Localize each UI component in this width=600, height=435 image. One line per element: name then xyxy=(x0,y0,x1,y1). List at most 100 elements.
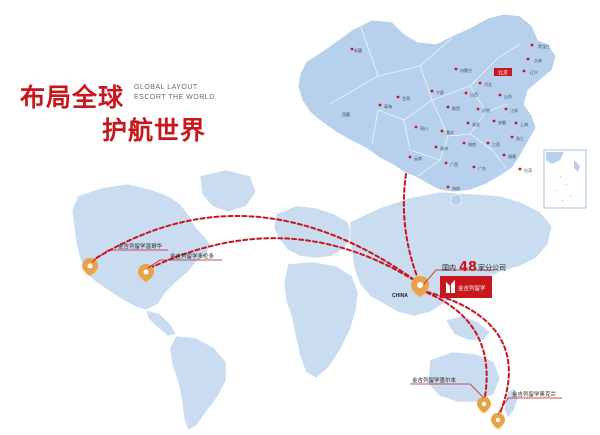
office-icon xyxy=(478,81,482,85)
region-label-henan: 河南 xyxy=(482,107,490,113)
office-icon xyxy=(476,107,480,111)
brand-logo-text: 金吉列留学 xyxy=(458,284,486,292)
region-label-taiwan: 台湾 xyxy=(524,167,532,173)
office-label-auckland: 金吉列留学奥克兰 xyxy=(512,390,557,398)
region-label-hebei: 河北 xyxy=(484,81,492,87)
country-label-china: CHINA xyxy=(392,293,408,299)
office-icon xyxy=(378,103,382,107)
office-icon xyxy=(522,69,526,73)
brand-logo-mark xyxy=(446,280,455,293)
office-icon xyxy=(526,57,530,61)
region-label-hainan: 海南 xyxy=(452,185,460,191)
route-hub-to-vancouver xyxy=(89,214,421,285)
flight-routes xyxy=(89,173,510,419)
china-province-borders xyxy=(329,23,521,177)
office-icon xyxy=(396,95,400,99)
region-label-heilongjiang: 黑龙江 xyxy=(538,43,550,49)
office-icon xyxy=(446,105,450,109)
headline-english-line-1: GLOBAL LAYOUT xyxy=(134,84,198,91)
region-label-liaoning: 辽宁 xyxy=(530,69,538,75)
region-label-jiangxi: 江西 xyxy=(492,141,500,147)
office-icon xyxy=(462,141,466,145)
office-icon xyxy=(350,47,354,51)
region-label-zhejiang: 浙江 xyxy=(516,135,524,141)
route-china-map-to-hub xyxy=(402,173,421,285)
location-pin-icon xyxy=(82,258,98,278)
region-label-neimenggu: 内蒙古 xyxy=(460,67,472,73)
office-icon xyxy=(414,125,418,129)
region-label-ningxia: 宁夏 xyxy=(436,89,444,95)
hainan-island xyxy=(449,193,463,207)
location-pin-icon xyxy=(491,413,505,431)
office-icon xyxy=(492,119,496,123)
office-icon xyxy=(444,161,448,165)
region-label-hunan: 湖南 xyxy=(468,141,476,147)
region-label-jiangsu: 江苏 xyxy=(510,107,518,113)
region-label-anhui: 安徽 xyxy=(498,119,506,125)
africa-landmass xyxy=(283,261,359,379)
office-icon xyxy=(446,185,450,189)
route-hub-to-melbourne xyxy=(419,289,488,403)
new-zealand-landmass xyxy=(503,387,519,419)
route-hub-to-toronto xyxy=(145,237,421,285)
region-label-yunnan: 云南 xyxy=(414,155,422,161)
china-office-icons xyxy=(350,43,534,189)
central-america-landmass xyxy=(145,309,177,337)
office-icon xyxy=(430,89,434,93)
region-label-guangdong: 广东 xyxy=(478,165,486,171)
region-label-shandong: 山东 xyxy=(504,93,512,99)
headline-english-line-2: ESCORT THE WORLD xyxy=(134,94,215,101)
region-label-shanghai: 上海 xyxy=(520,121,528,127)
region-label-sichuan: 四川 xyxy=(420,126,428,131)
hub-prefix: 国内 xyxy=(442,263,456,272)
office-icon xyxy=(454,67,458,71)
office-label-toronto: 金吉列留学多伦多 xyxy=(170,252,215,260)
office-icon xyxy=(510,135,514,139)
location-pin-icon xyxy=(477,397,491,415)
office-icon xyxy=(408,155,412,159)
office-icon xyxy=(518,167,522,171)
region-label-jilin: 吉林 xyxy=(534,57,542,63)
region-label-gansu: 甘肃 xyxy=(402,95,410,101)
office-icon xyxy=(440,129,444,133)
beijing-tag-label: 北京 xyxy=(498,70,508,77)
office-icon xyxy=(530,43,534,47)
region-label-shaanxi: 陕西 xyxy=(452,105,460,111)
inset-landmass xyxy=(546,152,580,172)
region-label-fujian: 福建 xyxy=(508,153,516,159)
office-icon xyxy=(502,153,506,157)
office-label-vancouver: 金吉列留学温哥华 xyxy=(118,242,163,250)
region-label-shanxi: 山西 xyxy=(470,91,478,97)
office-icon xyxy=(514,121,518,125)
region-label-xinjiang: 新疆 xyxy=(354,47,362,53)
beijing-tag xyxy=(494,68,512,76)
headline-line-1: 布局全球 xyxy=(20,83,125,112)
office-icon xyxy=(504,107,508,111)
office-icon xyxy=(434,145,438,149)
region-label-xizang: 西藏 xyxy=(342,111,350,117)
office-icon xyxy=(466,121,470,125)
route-hub-to-auckland xyxy=(419,289,510,419)
china-region-labels: 新疆 西藏 青海 甘肃 内蒙古 黑龙江 吉林 辽宁 河北 山西 陕西 宁夏 山东… xyxy=(342,43,550,191)
office-icon xyxy=(486,141,490,145)
headline-block: 布局全球 GLOBAL LAYOUT ESCORT THE WORLD 护航世界 xyxy=(20,78,250,148)
region-label-qinghai: 青海 xyxy=(384,103,392,109)
north-america-landmass xyxy=(71,183,211,311)
region-label-chongqing: 重庆 xyxy=(446,129,454,135)
hub-count: 48 xyxy=(459,260,477,275)
headline-line-2: 护航世界 xyxy=(102,116,207,145)
office-icon xyxy=(498,93,502,97)
office-label-melbourne: 金吉列留学墨尔本 xyxy=(412,376,457,384)
europe-landmass xyxy=(273,205,353,259)
region-label-guizhou: 贵州 xyxy=(440,145,448,151)
region-label-hubei: 湖北 xyxy=(472,121,480,127)
label-leader-lines xyxy=(91,249,562,415)
australia-landmass xyxy=(427,351,501,403)
office-icon xyxy=(464,91,468,95)
region-label-guangxi: 广西 xyxy=(450,161,458,167)
location-pin-icon xyxy=(138,264,154,284)
china-map xyxy=(297,13,557,193)
headline-english: GLOBAL LAYOUT ESCORT THE WORLD xyxy=(134,83,215,103)
